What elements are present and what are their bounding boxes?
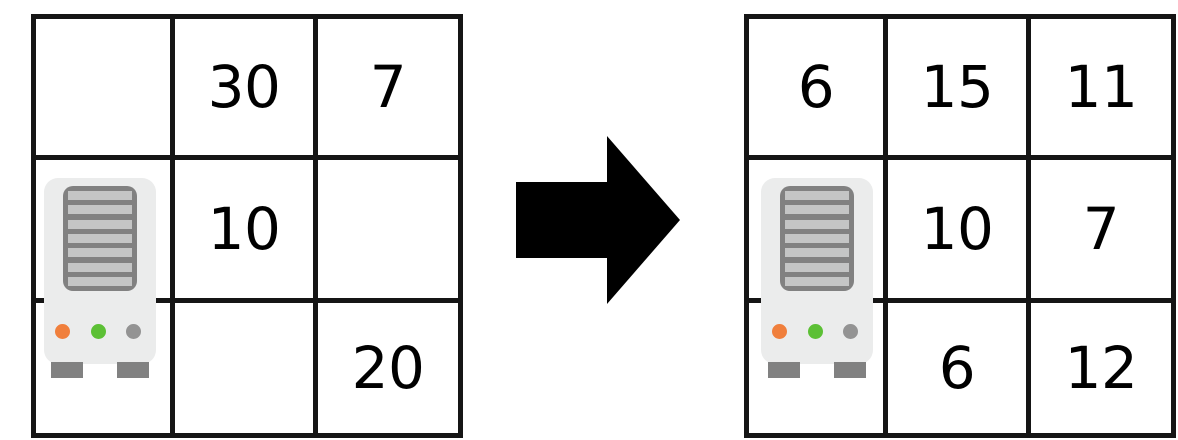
cell-r2c2[interactable]: 20 — [318, 303, 458, 433]
cell-r0c1[interactable]: 30 — [175, 19, 313, 155]
cell-r2c2[interactable]: 12 — [1031, 303, 1171, 433]
right-arrow-icon — [516, 136, 680, 304]
cell-value: 10 — [207, 195, 281, 263]
cell-r1c0[interactable] — [749, 160, 883, 298]
cell-value: 6 — [797, 53, 835, 121]
cell-value: 15 — [920, 53, 994, 121]
cell-value: 12 — [1064, 334, 1138, 402]
cell-value: 7 — [1082, 195, 1120, 263]
cell-r2c1[interactable]: 6 — [888, 303, 1026, 433]
cell-r2c1[interactable] — [175, 303, 313, 433]
cell-r0c2[interactable]: 7 — [318, 19, 458, 155]
cell-value: 30 — [207, 53, 281, 121]
cell-r0c0[interactable] — [36, 19, 170, 155]
before-grid: 30 7 10 20 — [31, 14, 463, 438]
cell-r0c0[interactable]: 6 — [749, 19, 883, 155]
cell-r0c2[interactable]: 11 — [1031, 19, 1171, 155]
cell-r1c1[interactable]: 10 — [175, 160, 313, 298]
cell-value: 6 — [938, 334, 976, 402]
cell-value: 20 — [351, 334, 425, 402]
cell-r1c1[interactable]: 10 — [888, 160, 1026, 298]
cell-r1c0[interactable] — [36, 160, 170, 298]
after-grid: 6 15 11 10 7 6 12 — [744, 14, 1176, 438]
cell-r2c0[interactable] — [36, 303, 170, 433]
cell-r1c2[interactable] — [318, 160, 458, 298]
cell-r2c0[interactable] — [749, 303, 883, 433]
cell-r0c1[interactable]: 15 — [888, 19, 1026, 155]
cell-value: 10 — [920, 195, 994, 263]
cell-value: 11 — [1064, 53, 1138, 121]
cell-value: 7 — [369, 53, 407, 121]
cell-r1c2[interactable]: 7 — [1031, 160, 1171, 298]
